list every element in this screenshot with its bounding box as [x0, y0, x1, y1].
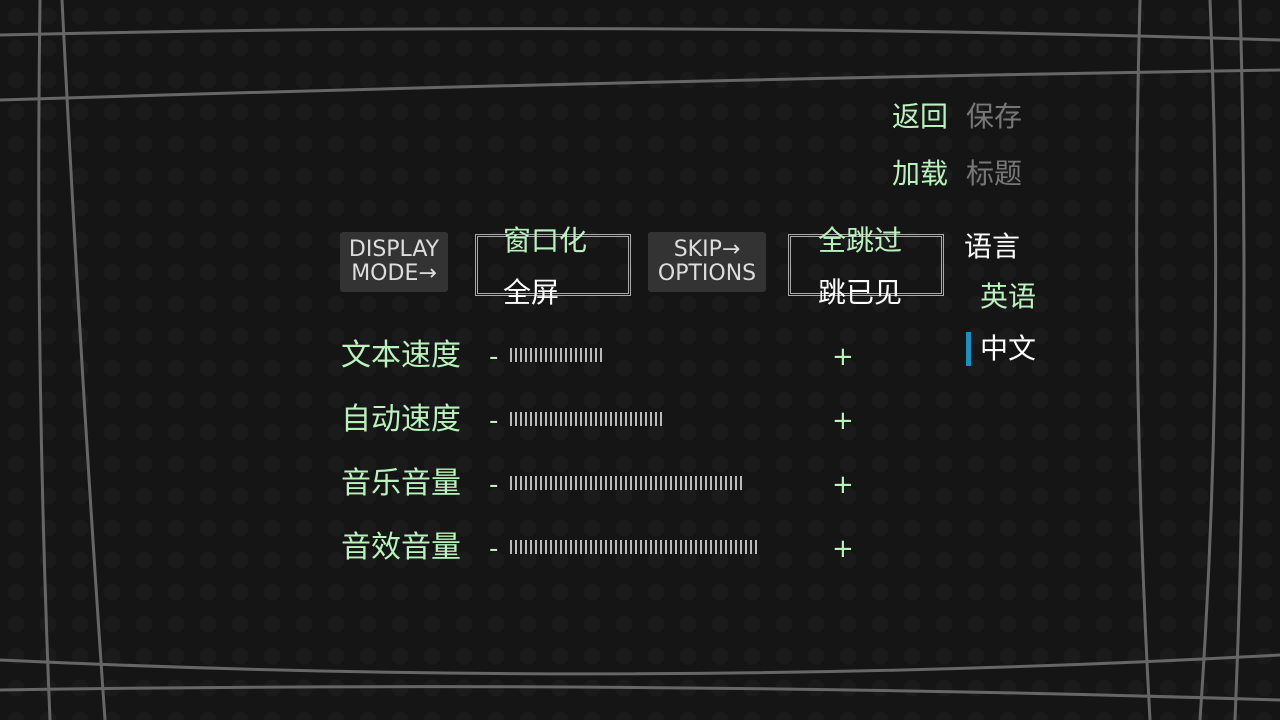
- slider-fill: [510, 412, 665, 426]
- language-label: 语言: [964, 230, 1021, 263]
- increase-button[interactable]: +: [832, 534, 854, 564]
- slider-label: 音乐音量: [341, 466, 461, 501]
- badge-line: OPTIONS: [657, 261, 757, 286]
- slider-fill: [510, 476, 745, 490]
- badge-line: DISPLAY: [348, 237, 440, 262]
- fullscreen-option[interactable]: 全屏: [503, 276, 560, 309]
- selected-marker: [966, 332, 971, 366]
- badge-line: SKIP→: [673, 237, 741, 262]
- badge-line: MODE→: [351, 261, 437, 286]
- slider-track[interactable]: [510, 412, 760, 426]
- skip-seen-option[interactable]: 跳已见: [818, 276, 903, 309]
- decrease-button[interactable]: -: [489, 406, 499, 436]
- windowed-option[interactable]: 窗口化: [503, 224, 588, 257]
- increase-button[interactable]: +: [832, 342, 854, 372]
- return-button[interactable]: 返回: [892, 100, 949, 133]
- decrease-button[interactable]: -: [489, 470, 499, 500]
- title-button[interactable]: 标题: [966, 157, 1023, 190]
- skip-options-box: [788, 234, 944, 296]
- load-button[interactable]: 加载: [892, 157, 949, 190]
- increase-button[interactable]: +: [832, 470, 854, 500]
- skip-all-option[interactable]: 全跳过: [818, 224, 903, 257]
- slider-label: 音效音量: [341, 530, 461, 565]
- english-option[interactable]: 英语: [980, 280, 1037, 313]
- save-button[interactable]: 保存: [966, 100, 1023, 133]
- slider-track[interactable]: [510, 476, 760, 490]
- skip-options-badge: SKIP→OPTIONS: [648, 232, 766, 292]
- display-options-box: [475, 234, 631, 296]
- slider-track[interactable]: [510, 348, 760, 362]
- chinese-option[interactable]: 中文: [980, 332, 1037, 365]
- decrease-button[interactable]: -: [489, 534, 499, 564]
- slider-track[interactable]: [510, 540, 760, 554]
- slider-fill: [510, 348, 603, 362]
- slider-label: 自动速度: [341, 402, 461, 437]
- increase-button[interactable]: +: [832, 406, 854, 436]
- decrease-button[interactable]: -: [489, 342, 499, 372]
- slider-fill: [510, 540, 760, 554]
- slider-label: 文本速度: [341, 338, 461, 373]
